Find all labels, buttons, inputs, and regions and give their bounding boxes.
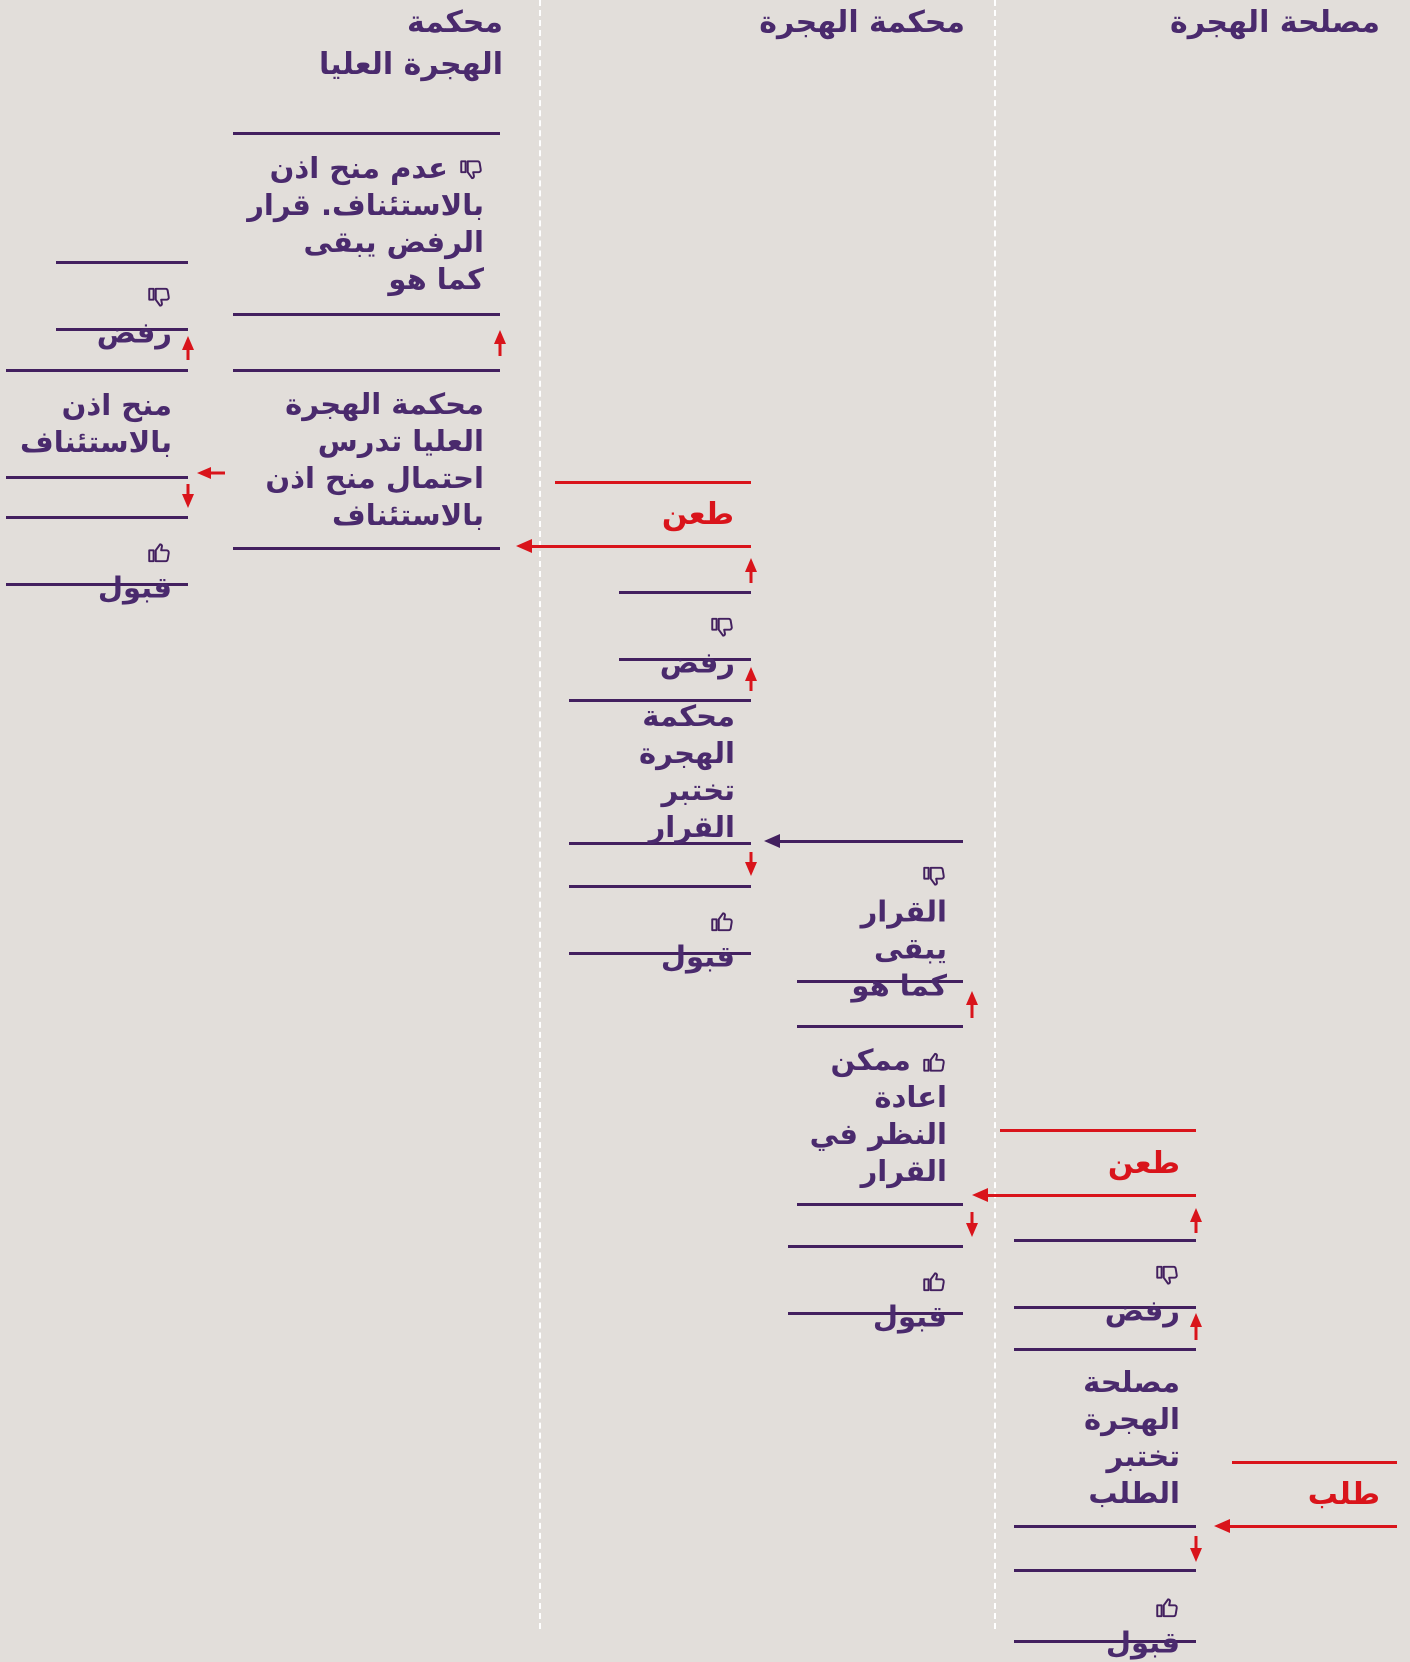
- appeal-2-line-top: [555, 481, 751, 484]
- supreme-review-text: محكمة الهجرة العليا تدرس احتمال منح اذن …: [265, 386, 484, 532]
- court-possible-reconsider-label: ممكن اعادة النظر في القرار: [809, 1042, 947, 1188]
- request-label: طلب: [1307, 1477, 1380, 1512]
- court-accept-label: قبول: [872, 1299, 947, 1334]
- court-reject-label: رفض: [659, 645, 735, 680]
- court-review-text: محكمة الهجرة تختبر القرار: [638, 699, 735, 844]
- leave-accept-text: قبول: [98, 496, 172, 607]
- agency-review-box: مصلحة الهجرة تختبر الطلب: [1014, 1348, 1196, 1528]
- court-decision-stands-box: القرار يبقى كما هو: [797, 843, 963, 1002]
- agency-reject-text: رفض: [1105, 1219, 1180, 1330]
- court-accept-box-2: قبول: [569, 885, 751, 974]
- appeal-2-label: طعن: [661, 497, 734, 532]
- court-reject-box: رفض: [619, 591, 751, 680]
- request-arrowhead: [1214, 1519, 1230, 1533]
- thumbs-down-icon: [458, 151, 484, 185]
- court-possible-reconsider-text: ممكن اعادة النظر في القرار: [810, 1042, 947, 1190]
- supreme-review-box: محكمة الهجرة العليا تدرس احتمال منح اذن …: [233, 369, 500, 550]
- leave-granted-text: منح اذن بالاستئناف: [20, 388, 172, 459]
- thumbs-up-icon: [709, 903, 735, 937]
- leave-reject-label: رفض: [96, 315, 172, 350]
- column-header-agency: مصلحة الهجرة: [1170, 5, 1380, 40]
- court-possible-reconsider-box: ممكن اعادة النظر في القرار: [797, 1025, 963, 1206]
- column-header-supreme: محكمة الهجرة العليا: [318, 5, 503, 82]
- appeal-1-label: طعن: [1107, 1146, 1180, 1181]
- supreme-no-leave-box: عدم منح اذن بالاستئناف. قرار الرفض يبقى …: [233, 132, 500, 316]
- column-header-court: محكمة الهجرة: [759, 5, 965, 40]
- decision-stands-arrowhead: [764, 834, 780, 848]
- supreme-up-arrowhead: [494, 330, 506, 344]
- thumbs-down-icon: [709, 609, 735, 643]
- court-accept-text: قبول: [873, 1225, 947, 1336]
- leave-down-arrowhead: [182, 494, 194, 508]
- agency-review-text: مصلحة الهجرة تختبر الطلب: [1083, 1365, 1180, 1510]
- court-decision-stands-text: القرار يبقى كما هو: [851, 819, 947, 1004]
- leave-up-arrowhead: [182, 336, 194, 350]
- appeal-1-arrowhead: [972, 1188, 988, 1202]
- court-review-box: محكمة الهجرة تختبر القرار: [569, 699, 751, 845]
- lane-divider-agency-court: [994, 0, 996, 1629]
- lane-divider-court-supreme: [539, 0, 541, 1629]
- agency-appeal-up-arrowhead: [1190, 1208, 1202, 1222]
- appeal-1-line-top: [1000, 1129, 1196, 1132]
- decision-stands-arrow-line: [780, 840, 963, 843]
- appeal-1-line-bottom: [986, 1194, 1196, 1197]
- thumbs-up-icon: [146, 534, 172, 568]
- leave-accept-box: قبول: [6, 516, 188, 605]
- court-review-up-arrowhead: [745, 667, 757, 681]
- court-review-down-arrowhead: [745, 862, 757, 876]
- court-reject-text: رفض: [660, 571, 735, 682]
- thumbs-down-icon: [1154, 1257, 1180, 1291]
- agency-accept-label: قبول: [1105, 1625, 1180, 1660]
- leave-reject-text: رفض: [97, 241, 172, 352]
- request-line-top: [1232, 1461, 1397, 1464]
- appeal-2-line-bottom: [528, 545, 751, 548]
- court-reject-up-arrowhead: [745, 558, 757, 572]
- request-line-bottom: [1230, 1525, 1397, 1528]
- thumbs-down-icon: [921, 857, 947, 891]
- leave-granted-box: منح اذن بالاستئناف: [6, 369, 188, 479]
- court-accept-label-2: قبول: [660, 939, 735, 974]
- thumbs-down-icon: [146, 279, 172, 313]
- thumbs-up-icon: [1154, 1589, 1180, 1623]
- court-accept-text-2: قبول: [661, 865, 735, 976]
- agency-reject-box: رفض: [1014, 1239, 1196, 1328]
- leave-reject-box: رفض: [56, 261, 188, 350]
- appeal-2-arrowhead: [516, 539, 532, 553]
- thumbs-up-icon: [921, 1043, 947, 1077]
- court-up-arrowhead: [966, 991, 978, 1005]
- supreme-left-arrowhead: [197, 467, 211, 479]
- court-decision-stands-label: القرار يبقى كما هو: [851, 894, 947, 1002]
- agency-down-arrowhead: [1190, 1548, 1202, 1562]
- agency-up-arrowhead: [1190, 1313, 1202, 1327]
- court-accept-box: قبول: [788, 1245, 963, 1334]
- leave-accept-label: قبول: [97, 570, 172, 605]
- supreme-no-leave-label: عدم منح اذن بالاستئناف. قرار الرفض يبقى …: [247, 151, 484, 296]
- thumbs-up-icon: [921, 1263, 947, 1297]
- court-down-arrowhead: [966, 1223, 978, 1237]
- supreme-no-leave-text: عدم منح اذن بالاستئناف. قرار الرفض يبقى …: [247, 150, 484, 298]
- agency-reject-label: رفض: [1104, 1293, 1180, 1328]
